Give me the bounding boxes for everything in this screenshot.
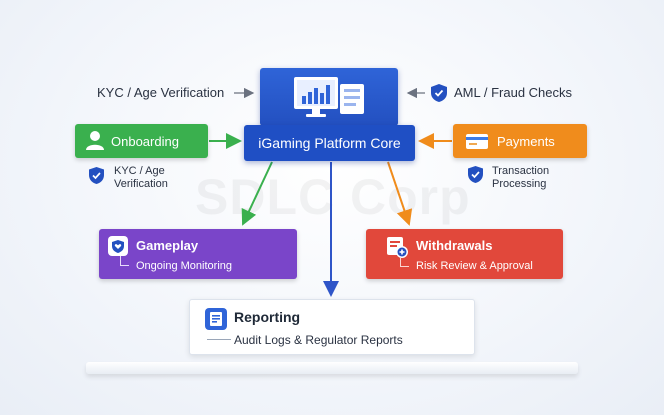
monitor-chart-icon: [294, 77, 364, 117]
watermark: SDLC Corp: [195, 168, 471, 226]
aml-fraud-checks-label: AML / Fraud Checks: [454, 85, 573, 100]
onboarding-note: KYC / Age Verification: [114, 165, 168, 191]
payments-note-line1: Transaction: [492, 165, 550, 177]
shield-icon: [468, 166, 483, 183]
gameplay-label: Gameplay: [136, 238, 199, 253]
payments-label: Payments: [497, 133, 555, 149]
base-platform: [86, 362, 578, 374]
platform-core-box[interactable]: iGaming Platform Core: [244, 125, 415, 161]
gameplay-box[interactable]: Gameplay Ongoing Monitoring: [99, 229, 297, 279]
user-icon: [86, 131, 104, 150]
core-icon-panel: [260, 68, 398, 126]
aml-shield-icon: [430, 83, 448, 103]
onboarding-note-line2: Verification: [114, 178, 168, 190]
arrow-core-to-withdrawals: [387, 161, 413, 226]
withdrawals-box[interactable]: Withdrawals Risk Review & Approval: [366, 229, 563, 279]
shield-icon: [89, 167, 104, 184]
onboarding-shield-icon: [88, 166, 105, 185]
heart-shield-icon: [108, 236, 128, 256]
payments-shield-icon: [467, 165, 484, 184]
reporting-box[interactable]: Reporting Audit Logs & Regulator Reports: [189, 299, 475, 355]
report-icon: [205, 308, 227, 330]
onboarding-note-line1: KYC / Age: [114, 165, 165, 177]
arrow-core-to-gameplay: [241, 161, 273, 226]
document-plus-icon: [387, 237, 409, 259]
withdrawals-sub: Risk Review & Approval: [416, 260, 533, 272]
payments-note-line2: Processing: [492, 178, 547, 190]
gameplay-sub: Ongoing Monitoring: [136, 260, 233, 272]
reporting-sub: Audit Logs & Regulator Reports: [234, 333, 403, 347]
shield-icon: [431, 84, 447, 102]
platform-core-label: iGaming Platform Core: [258, 135, 401, 151]
reporting-label: Reporting: [234, 309, 301, 325]
onboarding-box[interactable]: Onboarding: [75, 124, 208, 158]
payments-box[interactable]: Payments: [453, 124, 587, 158]
kyc-age-verification-label: KYC / Age Verification: [97, 85, 225, 100]
payments-note: Transaction Processing: [492, 165, 549, 191]
card-icon: [466, 134, 488, 149]
onboarding-label: Onboarding: [111, 133, 179, 149]
withdrawals-label: Withdrawals: [416, 238, 493, 253]
